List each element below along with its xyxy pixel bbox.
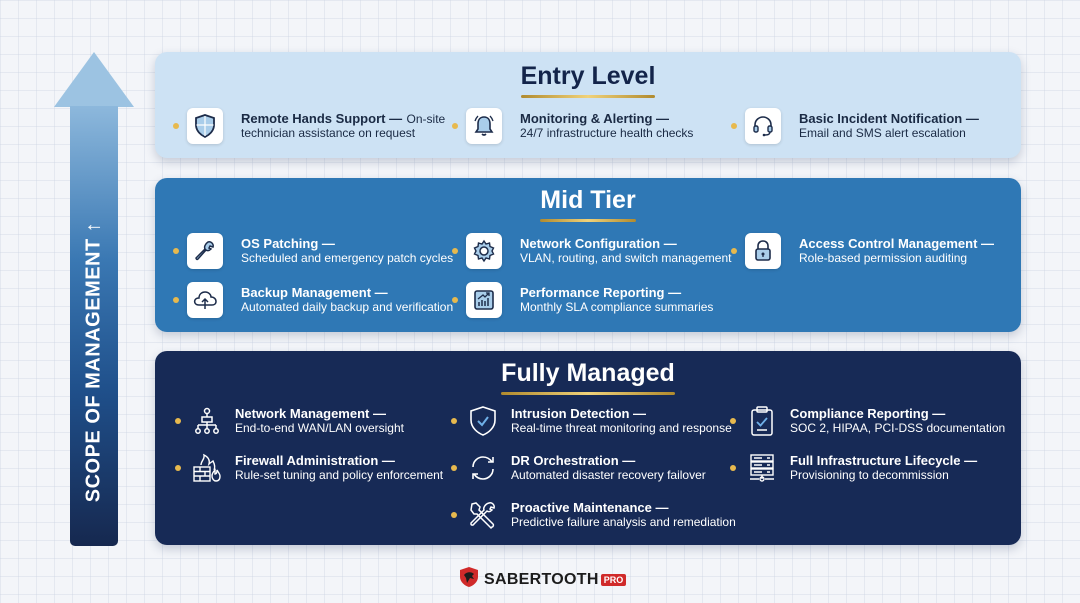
cloud-upload-icon	[187, 282, 223, 318]
item-title: Network Management —	[235, 406, 386, 421]
network-icon	[189, 403, 225, 439]
service-item: Access Control Management — Role-based p…	[731, 233, 994, 269]
sync-icon	[465, 450, 501, 486]
tools-icon	[465, 497, 501, 533]
item-title: Access Control Management —	[799, 236, 995, 251]
bullet	[173, 297, 179, 303]
tier-title: Fully Managed	[501, 359, 675, 395]
service-item: Proactive Maintenance — Predictive failu…	[451, 497, 736, 533]
shield-icon	[187, 108, 223, 144]
tier-title: Mid Tier	[540, 186, 637, 222]
item-title: Firewall Administration —	[235, 453, 395, 468]
gear-icon	[466, 233, 502, 269]
item-desc: technician assistance on request	[241, 126, 416, 140]
service-item: Backup Management — Automated daily back…	[173, 282, 453, 318]
item-desc: Automated daily backup and verification	[241, 300, 454, 314]
wrench-icon	[187, 233, 223, 269]
scope-label: SCOPE OF MANAGEMENT ↑	[82, 221, 105, 503]
headset-icon	[745, 108, 781, 144]
bullet	[452, 248, 458, 254]
arrow-shaft	[70, 106, 118, 546]
service-item: Performance Reporting — Monthly SLA comp…	[452, 282, 713, 318]
item-title: Compliance Reporting —	[790, 406, 946, 421]
item-desc: Automated disaster recovery failover	[511, 468, 706, 482]
tier-mid: Mid Tier OS Patching — Scheduled and eme…	[155, 178, 1021, 332]
bullet	[173, 123, 179, 129]
logo-text: SABERTOOTH	[484, 570, 599, 588]
item-title: Network Configuration —	[520, 236, 677, 251]
service-item: Full Infrastructure Lifecycle — Provisio…	[730, 450, 977, 486]
bullet	[175, 465, 181, 471]
service-item: Firewall Administration — Rule-set tunin…	[175, 450, 443, 486]
chart-icon	[466, 282, 502, 318]
sabertooth-logo-icon	[458, 566, 480, 593]
service-item: Network Configuration — VLAN, routing, a…	[452, 233, 731, 269]
item-desc: Email and SMS alert escalation	[799, 126, 966, 140]
item-title: Full Infrastructure Lifecycle —	[790, 453, 978, 468]
scope-arrow: SCOPE OF MANAGEMENT ↑	[54, 52, 134, 546]
item-desc: Predictive failure analysis and remediat…	[511, 515, 736, 529]
service-item: OS Patching — Scheduled and emergency pa…	[173, 233, 453, 269]
item-desc: 24/7 infrastructure health checks	[520, 126, 694, 140]
shield-check-icon	[465, 403, 501, 439]
brand-logo: SABERTOOTH PRO	[458, 566, 627, 593]
service-item: Remote Hands Support — On-site technicia…	[173, 108, 445, 144]
tier-fully-managed: Fully Managed Network Management — End-t…	[155, 351, 1021, 545]
item-desc: VLAN, routing, and switch management	[520, 251, 732, 265]
item-title: Monitoring & Alerting —	[520, 111, 669, 126]
firewall-icon	[189, 450, 225, 486]
item-title: Intrusion Detection —	[511, 406, 647, 421]
item-title: DR Orchestration —	[511, 453, 636, 468]
bullet	[730, 465, 736, 471]
item-desc: End-to-end WAN/LAN oversight	[235, 421, 404, 435]
service-item: Monitoring & Alerting — 24/7 infrastruct…	[452, 108, 693, 144]
logo-badge: PRO	[600, 573, 627, 586]
bullet	[173, 248, 179, 254]
item-desc: Real-time threat monitoring and response	[511, 421, 732, 435]
server-icon	[744, 450, 780, 486]
item-title: Remote Hands Support —	[241, 111, 403, 126]
bullet	[451, 512, 457, 518]
tier-entry-level: Entry Level Remote Hands Support — On-si…	[155, 52, 1021, 158]
bullet	[730, 418, 736, 424]
bullet	[452, 297, 458, 303]
item-title: Backup Management —	[241, 285, 388, 300]
bullet	[451, 465, 457, 471]
bullet	[731, 123, 737, 129]
item-desc: Monthly SLA compliance summaries	[520, 300, 714, 314]
item-desc: SOC 2, HIPAA, PCI-DSS documentation	[790, 421, 1006, 435]
bullet	[452, 123, 458, 129]
service-item: DR Orchestration — Automated disaster re…	[451, 450, 706, 486]
clipboard-check-icon	[744, 403, 780, 439]
item-desc: Rule-set tuning and policy enforcement	[235, 468, 444, 482]
item-title: OS Patching —	[241, 236, 335, 251]
service-item: Compliance Reporting — SOC 2, HIPAA, PCI…	[730, 403, 1005, 439]
item-desc: Provisioning to decommission	[790, 468, 949, 482]
item-desc-inline: On-site	[406, 112, 446, 126]
service-item: Intrusion Detection — Real-time threat m…	[451, 403, 732, 439]
item-title: Proactive Maintenance —	[511, 500, 669, 515]
item-title: Basic Incident Notification —	[799, 111, 979, 126]
tier-title: Entry Level	[520, 62, 655, 98]
lock-icon	[745, 233, 781, 269]
bullet	[175, 418, 181, 424]
service-item: Basic Incident Notification — Email and …	[731, 108, 979, 144]
bullet	[451, 418, 457, 424]
bullet	[731, 248, 737, 254]
bell-icon	[466, 108, 502, 144]
arrow-head	[54, 52, 134, 107]
item-desc: Scheduled and emergency patch cycles	[241, 251, 454, 265]
item-desc: Role-based permission auditing	[799, 251, 968, 265]
item-title: Performance Reporting —	[520, 285, 682, 300]
service-item: Network Management — End-to-end WAN/LAN …	[175, 403, 404, 439]
